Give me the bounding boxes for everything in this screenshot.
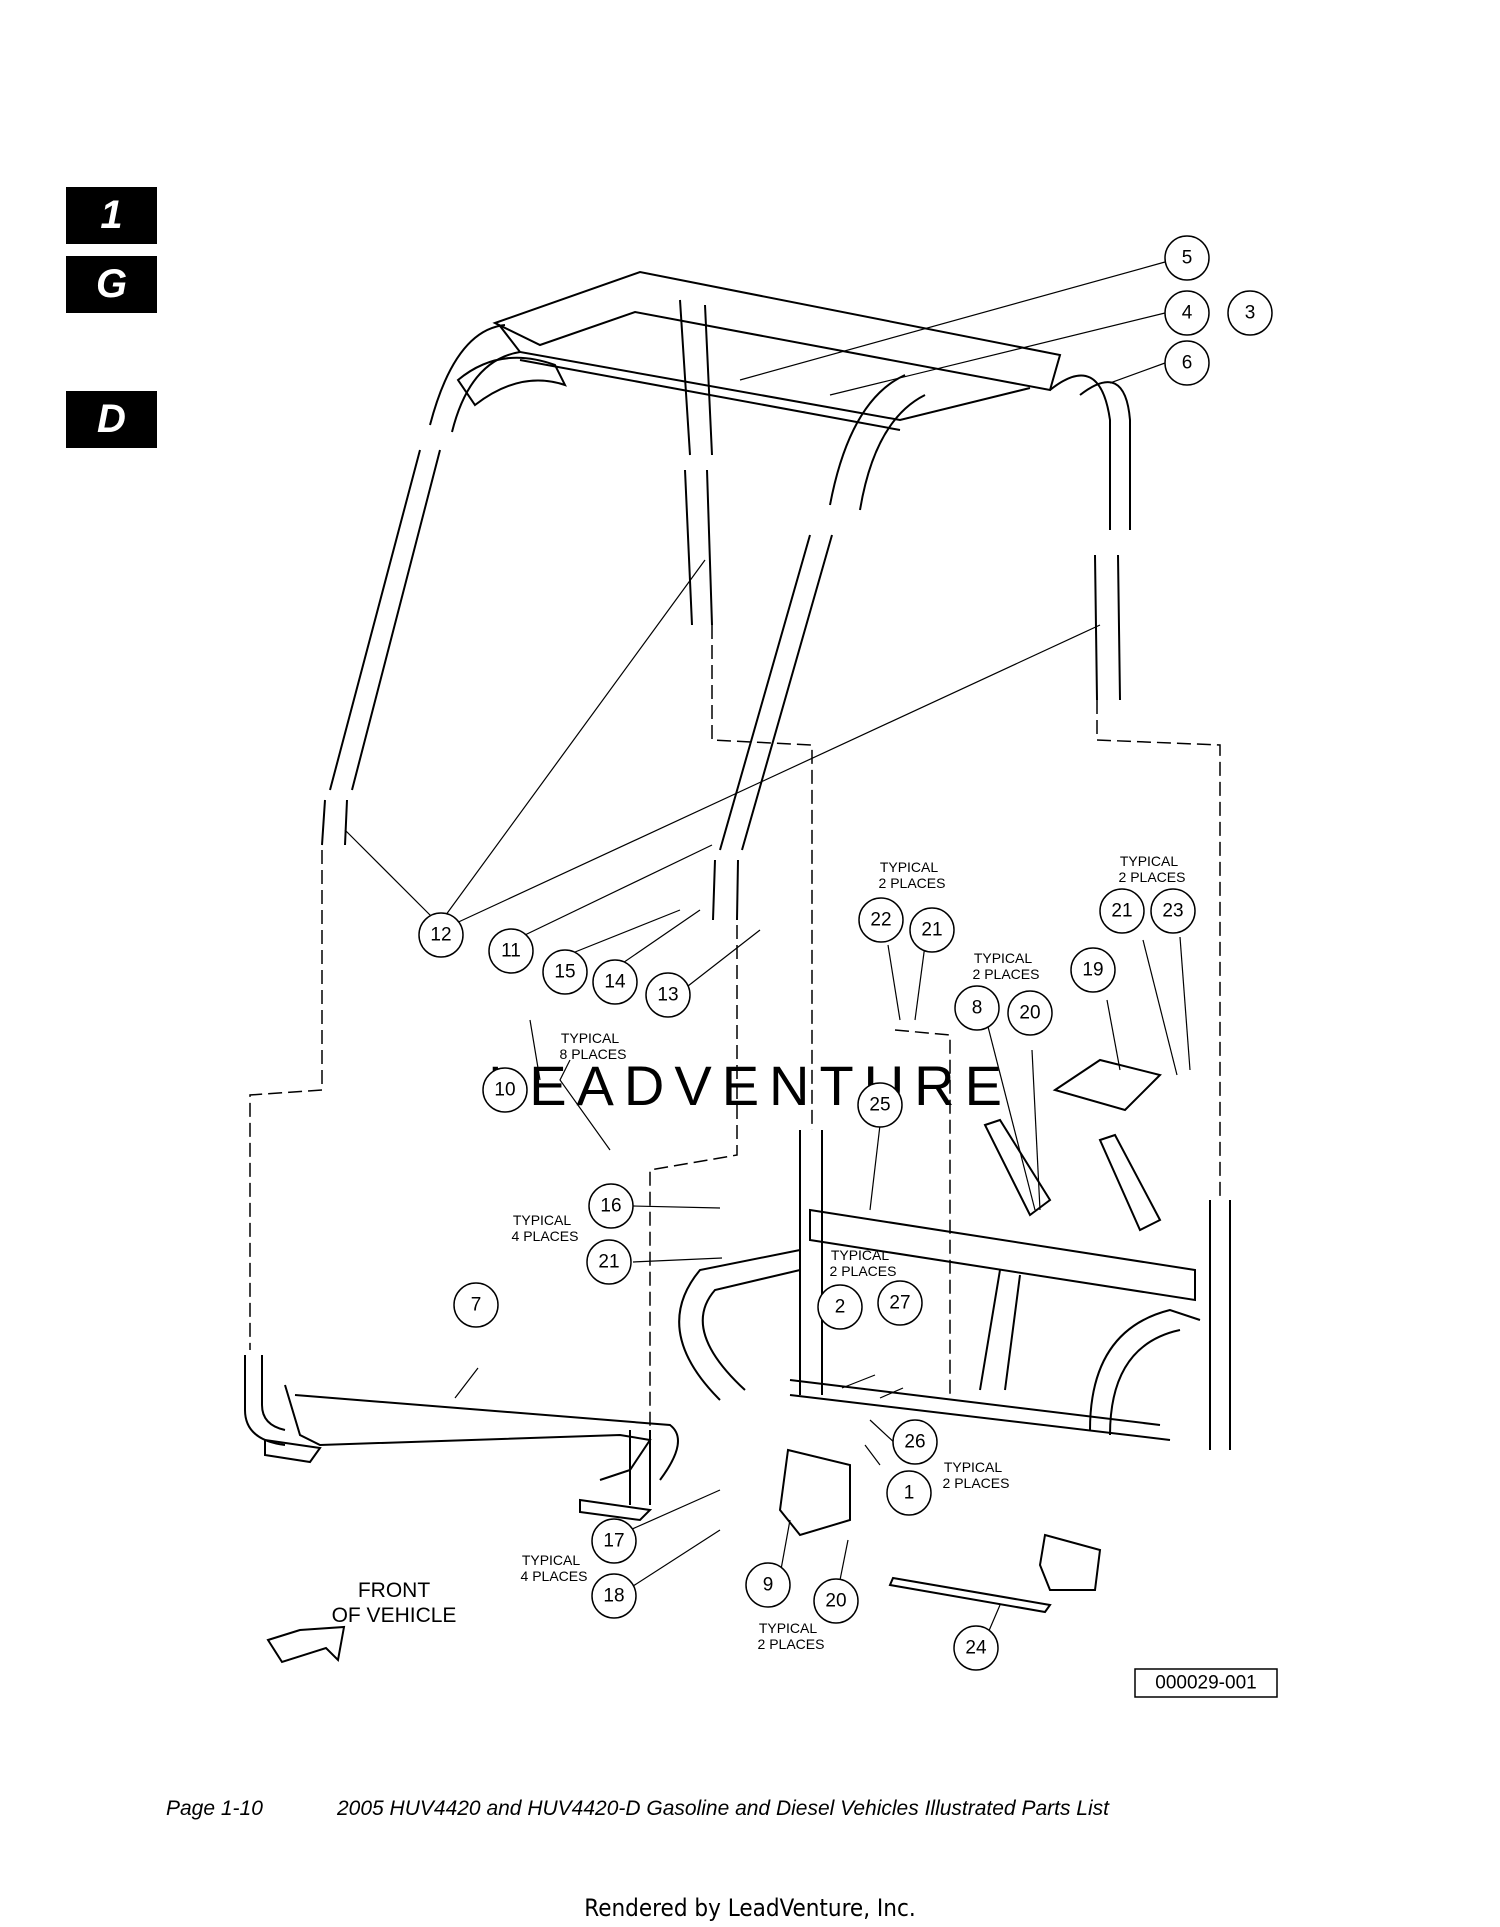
svg-text:25: 25 bbox=[869, 1095, 890, 1116]
callout-5: 5 bbox=[1164, 235, 1210, 281]
svg-text:13: 13 bbox=[657, 985, 678, 1006]
svg-text:1: 1 bbox=[904, 1483, 915, 1504]
svg-text:8: 8 bbox=[972, 998, 983, 1019]
rendered-by: Rendered by LeadVenture, Inc. bbox=[584, 1894, 916, 1922]
svg-text:10: 10 bbox=[494, 1080, 515, 1101]
callout-11: 11 bbox=[488, 928, 534, 974]
callout-21-top: 21 bbox=[909, 907, 955, 953]
callout-7: 7 bbox=[453, 1282, 499, 1328]
callout-3: 3 bbox=[1227, 290, 1273, 336]
callout-4: 4 bbox=[1164, 290, 1210, 336]
note-line: TYPICAL bbox=[831, 1247, 890, 1263]
mount-guide-lines bbox=[249, 625, 1221, 1430]
note-line: TYPICAL bbox=[1120, 853, 1179, 869]
note-line: 4 PLACES bbox=[521, 1568, 588, 1584]
front-label-line2: OF VEHICLE bbox=[332, 1604, 457, 1627]
note-line: 2 PLACES bbox=[758, 1636, 825, 1652]
section-tab-1: 1 bbox=[66, 187, 157, 244]
svg-text:15: 15 bbox=[554, 962, 575, 983]
svg-text:21: 21 bbox=[598, 1252, 619, 1273]
note-line: 2 PLACES bbox=[879, 875, 946, 891]
svg-text:21: 21 bbox=[1111, 901, 1132, 922]
svg-text:3: 3 bbox=[1245, 303, 1256, 324]
roof-frame bbox=[321, 270, 1131, 921]
callout-14: 14 bbox=[592, 959, 638, 1005]
figure-id-box: 000029-001 bbox=[1134, 1668, 1278, 1698]
svg-text:26: 26 bbox=[904, 1432, 925, 1453]
svg-text:21: 21 bbox=[921, 920, 942, 941]
callout-21-right: 21 bbox=[1099, 888, 1145, 934]
svg-text:17: 17 bbox=[603, 1531, 624, 1552]
callout-21-left: 21 bbox=[586, 1239, 632, 1285]
note-line: TYPICAL bbox=[880, 859, 939, 875]
note-line: 8 PLACES bbox=[560, 1046, 627, 1062]
callout-18: 18 bbox=[591, 1573, 637, 1619]
callouts: 5 4 3 6 12 11 15 14 13 10 22 21 8 20 19 … bbox=[418, 235, 1273, 1671]
callout-19: 19 bbox=[1070, 947, 1116, 993]
callout-12: 12 bbox=[418, 912, 464, 958]
footer-page-number: Page 1-10 bbox=[166, 1797, 263, 1820]
note-line: TYPICAL bbox=[944, 1459, 1003, 1475]
rops-parts-diagram: LEADVENTURE bbox=[244, 235, 1278, 1698]
seat-frame bbox=[244, 1058, 1231, 1664]
note-line: TYPICAL bbox=[759, 1620, 818, 1636]
typical-notes: TYPICAL 2 PLACES TYPICAL 2 PLACES TYPICA… bbox=[512, 853, 1186, 1652]
svg-text:20: 20 bbox=[1019, 1003, 1040, 1024]
svg-text:19: 19 bbox=[1082, 960, 1103, 981]
callout-8: 8 bbox=[954, 985, 1000, 1031]
callout-9: 9 bbox=[745, 1562, 791, 1608]
svg-text:16: 16 bbox=[600, 1196, 621, 1217]
note-line: 4 PLACES bbox=[512, 1228, 579, 1244]
watermark-text: LEADVENTURE bbox=[488, 1054, 1012, 1117]
callout-13: 13 bbox=[645, 972, 691, 1018]
callout-27: 27 bbox=[877, 1280, 923, 1326]
callout-10: 10 bbox=[482, 1067, 528, 1113]
svg-text:12: 12 bbox=[430, 925, 451, 946]
note-line: TYPICAL bbox=[522, 1552, 581, 1568]
note-line: TYPICAL bbox=[974, 950, 1033, 966]
footer-title: 2005 HUV4420 and HUV4420-D Gasoline and … bbox=[337, 1797, 1109, 1820]
front-label-line1: FRONT bbox=[358, 1579, 430, 1602]
svg-text:6: 6 bbox=[1182, 353, 1193, 374]
svg-text:7: 7 bbox=[471, 1295, 482, 1316]
callout-26: 26 bbox=[892, 1419, 938, 1465]
svg-text:2: 2 bbox=[835, 1297, 846, 1318]
note-line: 2 PLACES bbox=[1119, 869, 1186, 885]
svg-text:14: 14 bbox=[604, 972, 626, 993]
svg-text:11: 11 bbox=[501, 941, 521, 962]
callout-6: 6 bbox=[1164, 340, 1210, 386]
note-line: 2 PLACES bbox=[973, 966, 1040, 982]
callout-2: 2 bbox=[817, 1284, 863, 1330]
callout-20-bottom: 20 bbox=[813, 1578, 859, 1624]
svg-text:22: 22 bbox=[870, 910, 891, 931]
note-line: TYPICAL bbox=[561, 1030, 620, 1046]
callout-23: 23 bbox=[1150, 888, 1196, 934]
note-line: TYPICAL bbox=[513, 1212, 572, 1228]
note-line: 2 PLACES bbox=[830, 1263, 897, 1279]
callout-25: 25 bbox=[857, 1082, 903, 1128]
callout-22: 22 bbox=[858, 897, 904, 943]
svg-text:23: 23 bbox=[1162, 901, 1183, 922]
callout-1: 1 bbox=[886, 1470, 932, 1516]
section-tab-g: G bbox=[66, 256, 157, 313]
svg-text:5: 5 bbox=[1182, 248, 1193, 269]
callout-24: 24 bbox=[953, 1625, 999, 1671]
note-line: 2 PLACES bbox=[943, 1475, 1010, 1491]
svg-text:20: 20 bbox=[825, 1591, 846, 1612]
svg-text:4: 4 bbox=[1182, 303, 1193, 324]
callout-20-top: 20 bbox=[1007, 990, 1053, 1036]
section-tab-d: D bbox=[66, 391, 157, 448]
svg-text:9: 9 bbox=[763, 1575, 774, 1596]
callout-17: 17 bbox=[591, 1518, 637, 1564]
callout-16: 16 bbox=[588, 1183, 634, 1229]
figure-id: 000029-001 bbox=[1155, 1673, 1256, 1694]
svg-text:18: 18 bbox=[603, 1586, 624, 1607]
callout-15: 15 bbox=[542, 949, 588, 995]
svg-text:27: 27 bbox=[889, 1293, 910, 1314]
leader-lines bbox=[344, 261, 1191, 1641]
svg-text:24: 24 bbox=[965, 1638, 987, 1659]
